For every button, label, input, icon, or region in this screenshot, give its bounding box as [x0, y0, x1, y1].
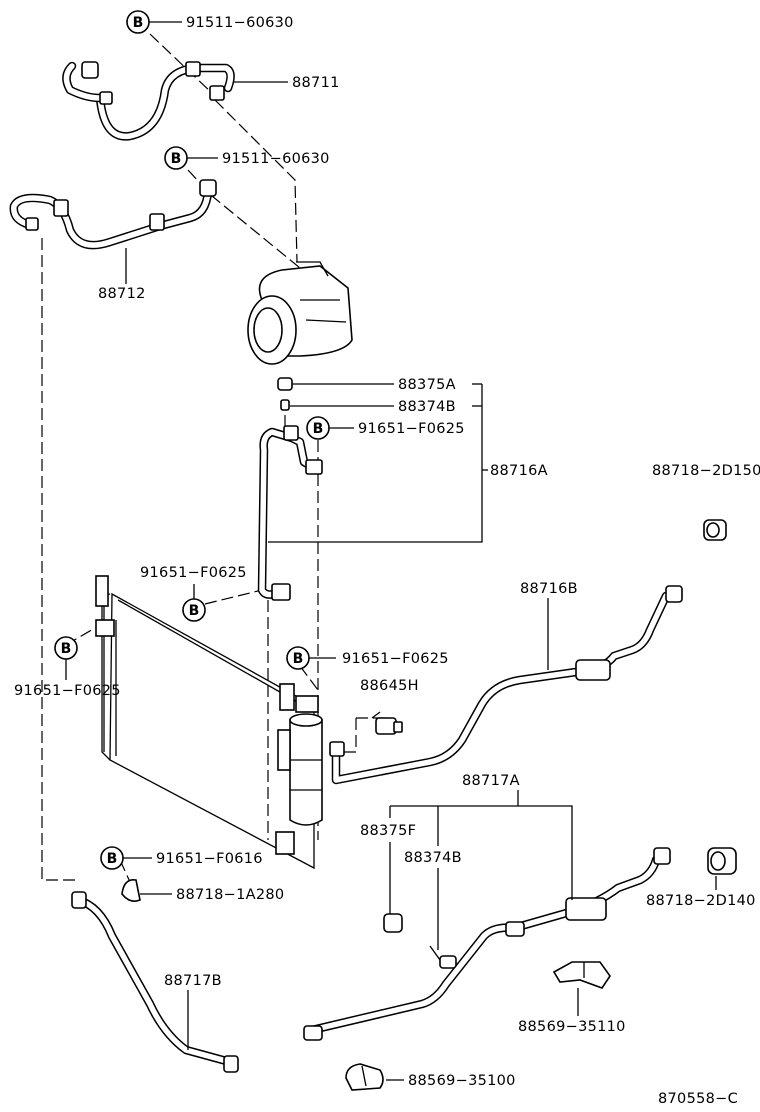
bracket-icon: [279, 683, 295, 711]
fitting-icon: [25, 217, 39, 231]
label-91511-60630-top: 91511−60630: [186, 15, 294, 31]
bolt-marker-6: B: [286, 646, 310, 670]
condenser-icon: [95, 575, 315, 870]
label-91651-F0616: 91651−F0616: [156, 851, 263, 867]
fitting-icon: [653, 847, 671, 865]
label-88718-1A280: 88718−1A280: [176, 887, 284, 903]
fitting-icon: [505, 921, 525, 937]
label-88375A: 88375A: [398, 377, 456, 393]
clamp-88718-1A280: [121, 878, 141, 902]
compressor-icon: [247, 261, 353, 365]
fitting-icon: [209, 85, 225, 101]
receiver-dryer-icon: [277, 695, 323, 826]
hose-88711: [62, 61, 235, 141]
bracket-icon: [277, 729, 291, 771]
fitting-icon: [99, 91, 113, 105]
o-ring-icon: [280, 399, 290, 411]
clamp-88569-35100: [345, 1063, 384, 1091]
fitting-icon: [53, 199, 69, 217]
bracket-icon: [95, 619, 115, 637]
fitting-icon: [305, 459, 323, 475]
fitting-icon: [283, 425, 299, 441]
o-ring-icon: [439, 955, 457, 969]
label-91651-F0625-c: 91651−F0625: [342, 651, 449, 667]
fitting-icon: [71, 891, 87, 909]
bolt-marker-4: B: [182, 598, 206, 622]
bushing-88718-2D140: [707, 847, 737, 875]
nut-icon: [383, 913, 403, 933]
bushing-88718-2D150: [703, 519, 727, 541]
pipe-88716A: [257, 377, 323, 601]
bolt-marker-1: B: [126, 10, 150, 34]
label-88375F: 88375F: [360, 823, 416, 839]
clamp-88569-35110: [552, 961, 611, 989]
svg-text:B: B: [189, 603, 200, 619]
label-88569-35110: 88569−35110: [518, 1019, 626, 1035]
svg-text:B: B: [171, 151, 182, 167]
svg-text:B: B: [107, 851, 118, 867]
label-88645H: 88645H: [360, 678, 419, 694]
bracket-icon: [275, 831, 295, 855]
fitting-icon: [81, 61, 99, 79]
label-88711: 88711: [292, 75, 340, 91]
label-88374B-low: 88374B: [404, 850, 462, 866]
label-88712: 88712: [98, 286, 146, 302]
fitting-icon: [185, 61, 201, 77]
bolt-marker-3: B: [306, 416, 330, 440]
fitting-icon: [223, 1055, 239, 1073]
pipe-88717B: [71, 891, 239, 1073]
pressure-switch-icon: [371, 711, 403, 735]
pipe-88716B: [329, 585, 683, 785]
hose-88712: [9, 179, 217, 250]
bolt-marker-2: B: [164, 146, 188, 170]
label-88717A: 88717A: [462, 773, 520, 789]
label-88718-2D150: 88718−2D150: [652, 463, 760, 479]
bracket-icon: [295, 695, 319, 713]
fitting-icon: [329, 741, 345, 757]
svg-text:B: B: [313, 421, 324, 437]
svg-text:B: B: [61, 641, 72, 657]
fitting-icon: [303, 1025, 323, 1041]
nut-icon: [277, 377, 293, 391]
label-91651-F0625-b: 91651−F0625: [140, 565, 247, 581]
label-88716B: 88716B: [520, 581, 578, 597]
pipe-88717A: [303, 847, 671, 1041]
fitting-icon: [665, 585, 683, 603]
diagram-code: 870558−C: [658, 1091, 738, 1107]
muffler-icon: [575, 659, 611, 681]
label-88717B: 88717B: [164, 973, 222, 989]
label-91651-F0625-d: 91651−F0625: [14, 683, 121, 699]
fitting-icon: [271, 583, 291, 601]
label-91511-60630-mid: 91511−60630: [222, 151, 330, 167]
bolt-marker-5: B: [54, 636, 78, 660]
label-91651-F0625-a: 91651−F0625: [358, 421, 465, 437]
label-88374B-top: 88374B: [398, 399, 456, 415]
fitting-icon: [149, 213, 165, 231]
muffler-icon: [565, 897, 607, 921]
fitting-icon: [199, 179, 217, 197]
label-88716A: 88716A: [490, 463, 548, 479]
svg-text:B: B: [133, 15, 144, 31]
bolt-marker-7: B: [100, 846, 124, 870]
svg-text:B: B: [293, 651, 304, 667]
bracket-icon: [95, 575, 109, 607]
label-88718-2D140: 88718−2D140: [646, 893, 756, 909]
label-88569-35100: 88569−35100: [408, 1073, 516, 1089]
leader-lines: [65, 21, 717, 1081]
